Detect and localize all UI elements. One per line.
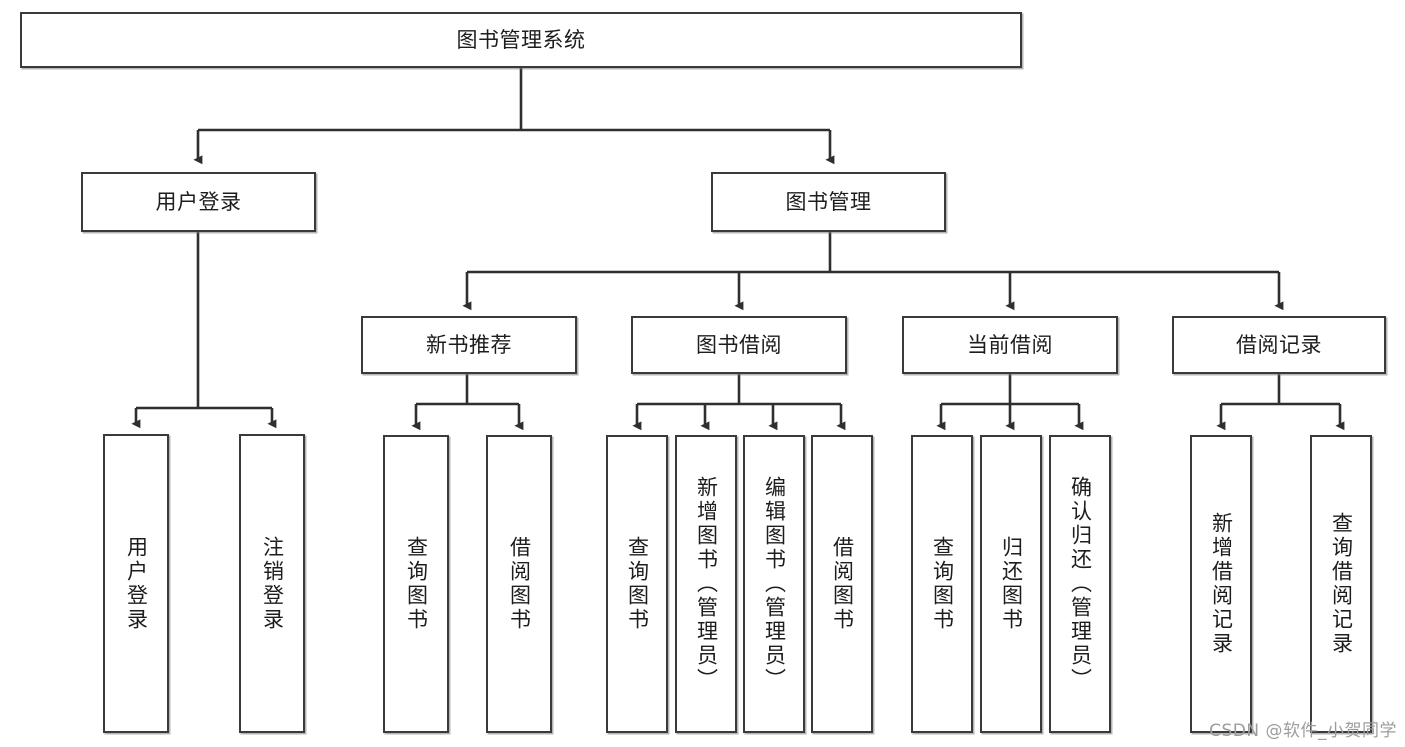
node-leaf-return-book-label: 归还图书 [999,536,1024,632]
node-leaf-confirm-return-label: 确认归还（管理员） [1068,476,1093,692]
node-book-borrow-label: 图书借阅 [696,332,782,357]
node-leaf-edit-book-label: 编辑图书（管理员） [762,476,787,692]
node-user-login-label: 用户登录 [155,189,242,214]
node-leaf-query-book-1-label: 查询图书 [404,536,429,632]
node-leaf-add-book-label: 新增图书（管理员） [694,476,719,692]
node-leaf-query-book-2-label: 查询图书 [625,536,650,632]
edge-newbook-to-leaves [411,374,524,431]
node-leaf-query-book-3-label: 查询图书 [930,536,955,632]
edge-borrowrecord-to-leaves [1216,374,1345,431]
node-leaf-query-record[interactable]: 查询借阅记录 [1310,435,1372,733]
node-leaf-add-record-label: 新增借阅记录 [1209,512,1234,656]
node-new-book-recommend-label: 新书推荐 [426,332,512,357]
node-new-book-recommend[interactable]: 新书推荐 [361,316,577,374]
edge-userlogin-to-leaves [131,232,277,429]
node-leaf-query-record-label: 查询借阅记录 [1329,512,1354,656]
node-book-manage[interactable]: 图书管理 [711,172,946,232]
node-leaf-query-book-1[interactable]: 查询图书 [383,435,449,733]
node-leaf-user-logout-label: 注销登录 [260,535,285,632]
node-borrow-record[interactable]: 借阅记录 [1172,316,1386,374]
node-leaf-borrow-book-2[interactable]: 借阅图书 [811,435,873,733]
node-leaf-borrow-book-1[interactable]: 借阅图书 [486,435,552,733]
node-book-borrow[interactable]: 图书借阅 [631,316,847,374]
node-leaf-user-login[interactable]: 用户登录 [103,434,169,733]
node-leaf-edit-book[interactable]: 编辑图书（管理员） [743,435,805,733]
node-leaf-return-book[interactable]: 归还图书 [980,435,1042,733]
node-user-login[interactable]: 用户登录 [81,172,316,232]
node-current-borrow-label: 当前借阅 [967,332,1053,357]
node-book-manage-label: 图书管理 [785,189,872,214]
node-leaf-add-book[interactable]: 新增图书（管理员） [675,435,737,733]
edge-bookborrow-to-leaves [632,374,846,431]
node-leaf-add-record[interactable]: 新增借阅记录 [1190,435,1252,733]
node-leaf-user-logout[interactable]: 注销登录 [239,434,305,733]
watermark-text: CSDN @软件_小贺同学 [1209,721,1397,741]
edge-currentborrow-to-leaves [936,374,1084,431]
node-leaf-query-book-3[interactable]: 查询图书 [911,435,973,733]
edge-root-to-level2 [193,68,835,165]
node-current-borrow[interactable]: 当前借阅 [902,316,1118,374]
node-root-label: 图书管理系统 [456,27,586,52]
node-leaf-borrow-book-2-label: 借阅图书 [830,536,855,632]
node-leaf-query-book-2[interactable]: 查询图书 [606,435,668,733]
node-leaf-confirm-return[interactable]: 确认归还（管理员） [1049,435,1111,733]
node-borrow-record-label: 借阅记录 [1236,332,1322,357]
edge-bookmanage-to-level3 [462,232,1284,311]
node-leaf-borrow-book-1-label: 借阅图书 [507,536,532,632]
node-root[interactable]: 图书管理系统 [20,12,1022,68]
node-leaf-user-login-label: 用户登录 [124,535,149,632]
